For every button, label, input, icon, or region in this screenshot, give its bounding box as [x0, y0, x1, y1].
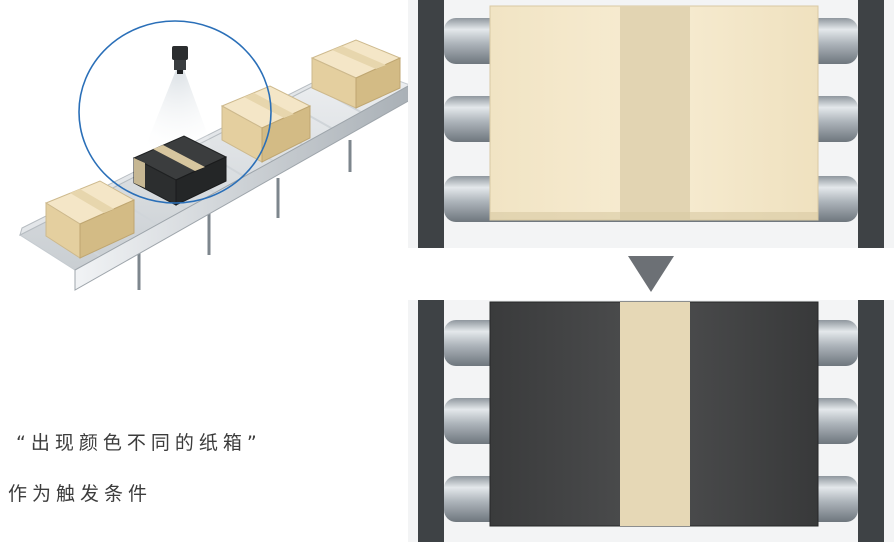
down-triangle-icon [628, 256, 674, 292]
conveyor-front-rail [74, 84, 410, 291]
light-box-top-view [489, 5, 819, 221]
frame-right [858, 0, 884, 248]
frame-left [418, 0, 444, 248]
frame-right [858, 300, 884, 542]
sensor-light-beam [140, 70, 215, 160]
conveyor-scene [18, 20, 410, 291]
top-view-light-box-panel [408, 0, 894, 248]
frame-left [418, 300, 444, 542]
box-tape-strip [620, 6, 690, 220]
camera-sensor-icon [172, 46, 188, 74]
dark-box-top-view [489, 301, 819, 527]
detection-area-circle [78, 20, 272, 204]
cardboard-box-2 [220, 85, 312, 163]
caption-line-2: 作为触发条件 [8, 483, 153, 505]
top-view-dark-box-panel [408, 300, 894, 542]
caption-line-1: “出现颜色不同的纸箱” [16, 432, 262, 454]
box-tape-strip [620, 302, 690, 526]
cardboard-box-3 [310, 39, 402, 109]
cardboard-box-1 [44, 180, 136, 259]
dark-box-target [132, 135, 228, 206]
